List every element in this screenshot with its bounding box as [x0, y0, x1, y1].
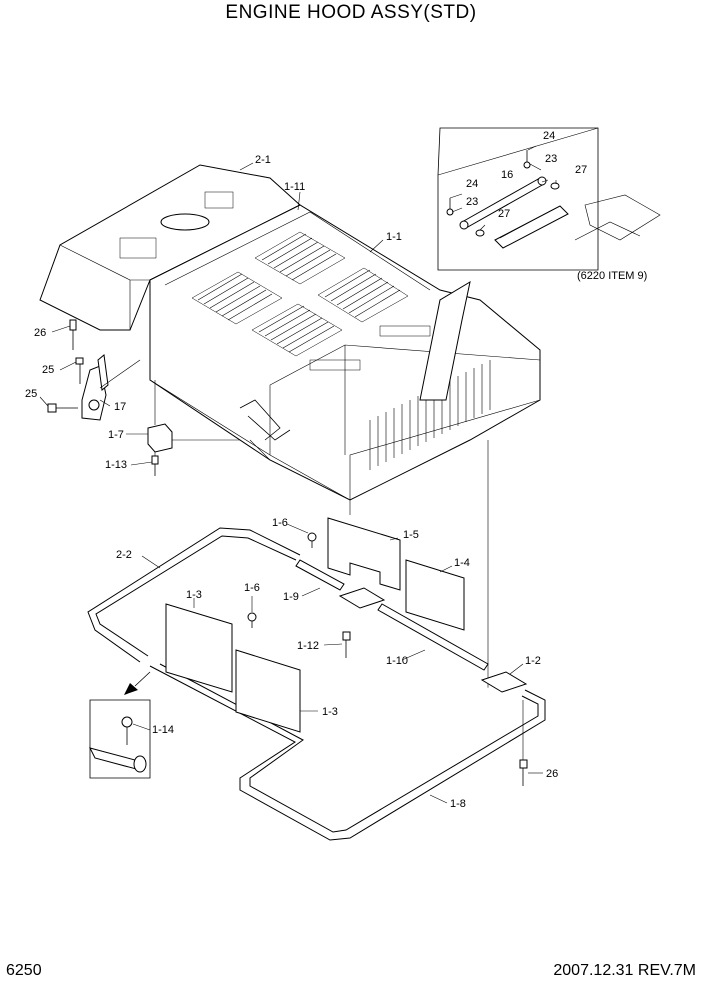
callout-26-upper: 26 — [34, 327, 46, 339]
callout-24-upper: 24 — [543, 130, 555, 142]
callout-24-lower: 24 — [466, 178, 478, 190]
callout-16: 16 — [501, 169, 513, 181]
callout-1-5: 1-5 — [403, 529, 419, 541]
page-title: ENGINE HOOD ASSY(STD) — [225, 2, 477, 23]
callout-2-1: 2-1 — [255, 154, 271, 166]
engine-hood — [39, 164, 541, 501]
callout-25-upper: 25 — [42, 364, 54, 376]
callout-23-upper: 23 — [545, 153, 557, 165]
callout-26-lower: 26 — [546, 768, 558, 780]
callout-1-14: 1-14 — [152, 724, 174, 736]
callout-27-upper: 27 — [575, 164, 587, 176]
detail-inset-1-14 — [89, 671, 151, 779]
callout-2-2: 2-2 — [116, 549, 132, 561]
hood-leader-lines — [154, 162, 489, 690]
callout-23-lower: 23 — [466, 196, 478, 208]
page-number: 6250 — [6, 962, 42, 979]
date-revision: 2007.12.31 REV.7M — [553, 962, 696, 979]
callout-1-7: 1-7 — [108, 429, 124, 441]
callout-17: 17 — [114, 401, 126, 413]
callout-27-lower: 27 — [498, 208, 510, 220]
callout-1-6-upper: 1-6 — [272, 517, 288, 529]
callout-1-6-lower: 1-6 — [244, 582, 260, 594]
callout-leaders — [39, 145, 557, 804]
callout-1-9: 1-9 — [283, 591, 299, 603]
callout-1-10: 1-10 — [386, 655, 408, 667]
gas-strut-inset — [437, 127, 661, 271]
callout-1-4: 1-4 — [454, 557, 470, 569]
insulation-pads — [165, 517, 465, 733]
callout-6220-item-9: (6220 ITEM 9) — [577, 270, 647, 282]
callout-1-3-upper: 1-3 — [186, 589, 202, 601]
hinges — [247, 532, 528, 786]
frame-rail — [87, 527, 546, 841]
hinge-assembly-left — [47, 319, 141, 421]
callout-1-1: 1-1 — [386, 231, 402, 243]
callout-1-2: 1-2 — [525, 655, 541, 667]
callout-25-lower: 25 — [25, 388, 37, 400]
callout-1-12: 1-12 — [297, 640, 319, 652]
callout-labels: 2-1 1-11 1-1 24 23 16 27 24 23 27 (6220 … — [25, 130, 647, 810]
callout-1-11: 1-11 — [284, 181, 305, 193]
callout-1-13: 1-13 — [105, 459, 127, 471]
block-1-7 — [147, 423, 240, 476]
callout-1-3-lower: 1-3 — [322, 706, 338, 718]
callout-1-8: 1-8 — [450, 798, 466, 810]
